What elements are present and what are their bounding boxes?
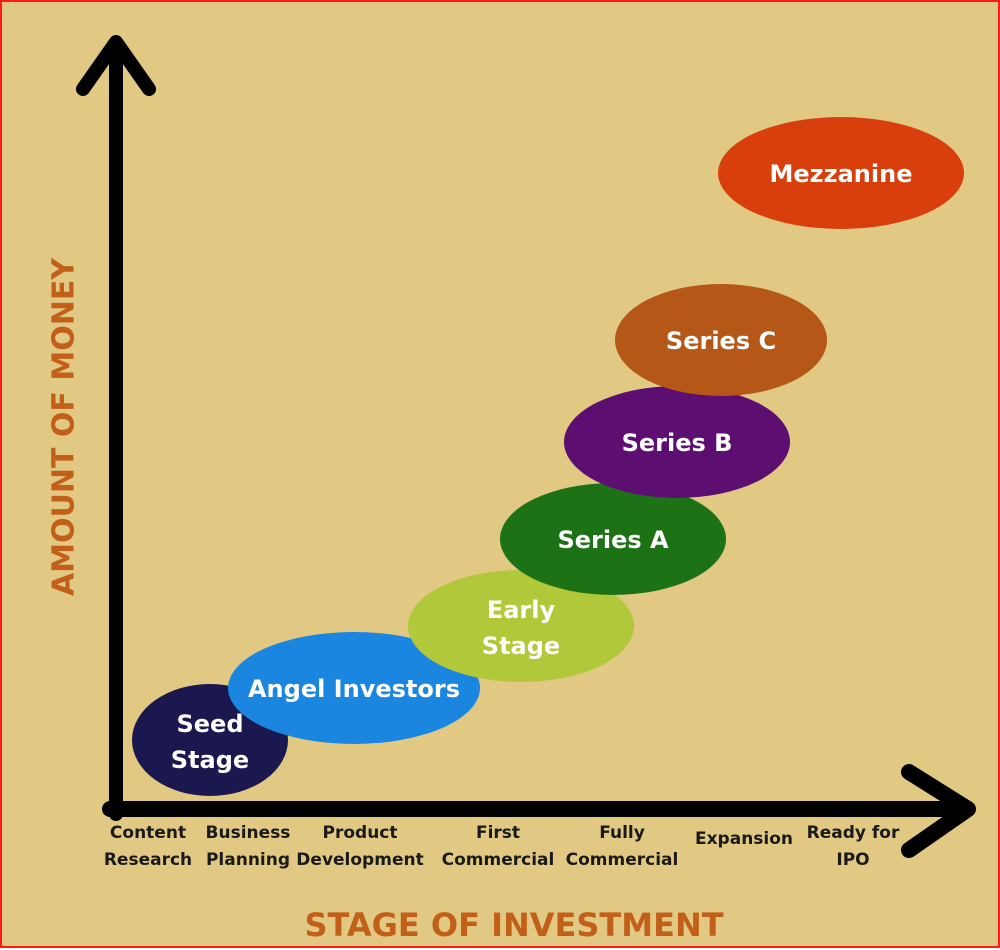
y-axis-title: AMOUNT OF MONEY [46, 257, 82, 597]
stage-label-line1: Mezzanine [770, 160, 913, 188]
stage-ellipse [615, 284, 827, 396]
stage-label-line1: Series B [622, 429, 733, 457]
stage-label-line2: Commercial [441, 850, 555, 870]
funding-stage-series-b: Series B [564, 386, 790, 498]
stage-label-line2: Development [296, 850, 424, 870]
stage-ellipse [500, 483, 726, 595]
stage-label-line1: Product [322, 823, 398, 843]
x-axis-arrowhead-icon [901, 764, 976, 858]
funding-stage-series-c: Series C [615, 284, 827, 396]
stage-label-line2: Commercial [565, 850, 679, 870]
funding-stage-mezzanine: Mezzanine [718, 117, 964, 229]
axes [76, 35, 976, 858]
stage-label-line2: Stage [171, 746, 249, 774]
x-axis-title: STAGE OF INVESTMENT [304, 906, 724, 944]
funding-stage-series-a: Series A [500, 483, 726, 595]
stage-label-line1: Fully [599, 823, 645, 843]
stage-label-line1: Seed [176, 710, 243, 738]
y-axis-arrowhead-icon [76, 35, 156, 96]
stage-label-line1: Series A [557, 526, 669, 554]
stage-label-line1: Early [487, 596, 556, 624]
stage-ellipse [718, 117, 964, 229]
stage-label-line2: IPO [836, 850, 870, 870]
stage-label-line1: Expansion [694, 829, 794, 849]
stage-ellipse [564, 386, 790, 498]
stage-label-line1: Business [205, 823, 291, 843]
stage-label-line1: Angel Investors [248, 675, 460, 703]
stage-label-line1: First [475, 823, 521, 843]
stage-label-line2: Research [103, 850, 193, 870]
stage-label-line1: Ready for [806, 823, 900, 843]
funding-stage-angel-investors: Angel Investors [228, 632, 480, 744]
x-axis-stage-label: Expansion [695, 826, 793, 853]
stage-label-line1: Content [109, 823, 187, 843]
stage-label-line2: Planning [205, 850, 291, 870]
stage-ellipse [408, 570, 634, 682]
stage-label-line2: Stage [482, 632, 560, 660]
stage-label-line1: Series C [666, 327, 776, 355]
stage-ellipse [228, 632, 480, 744]
